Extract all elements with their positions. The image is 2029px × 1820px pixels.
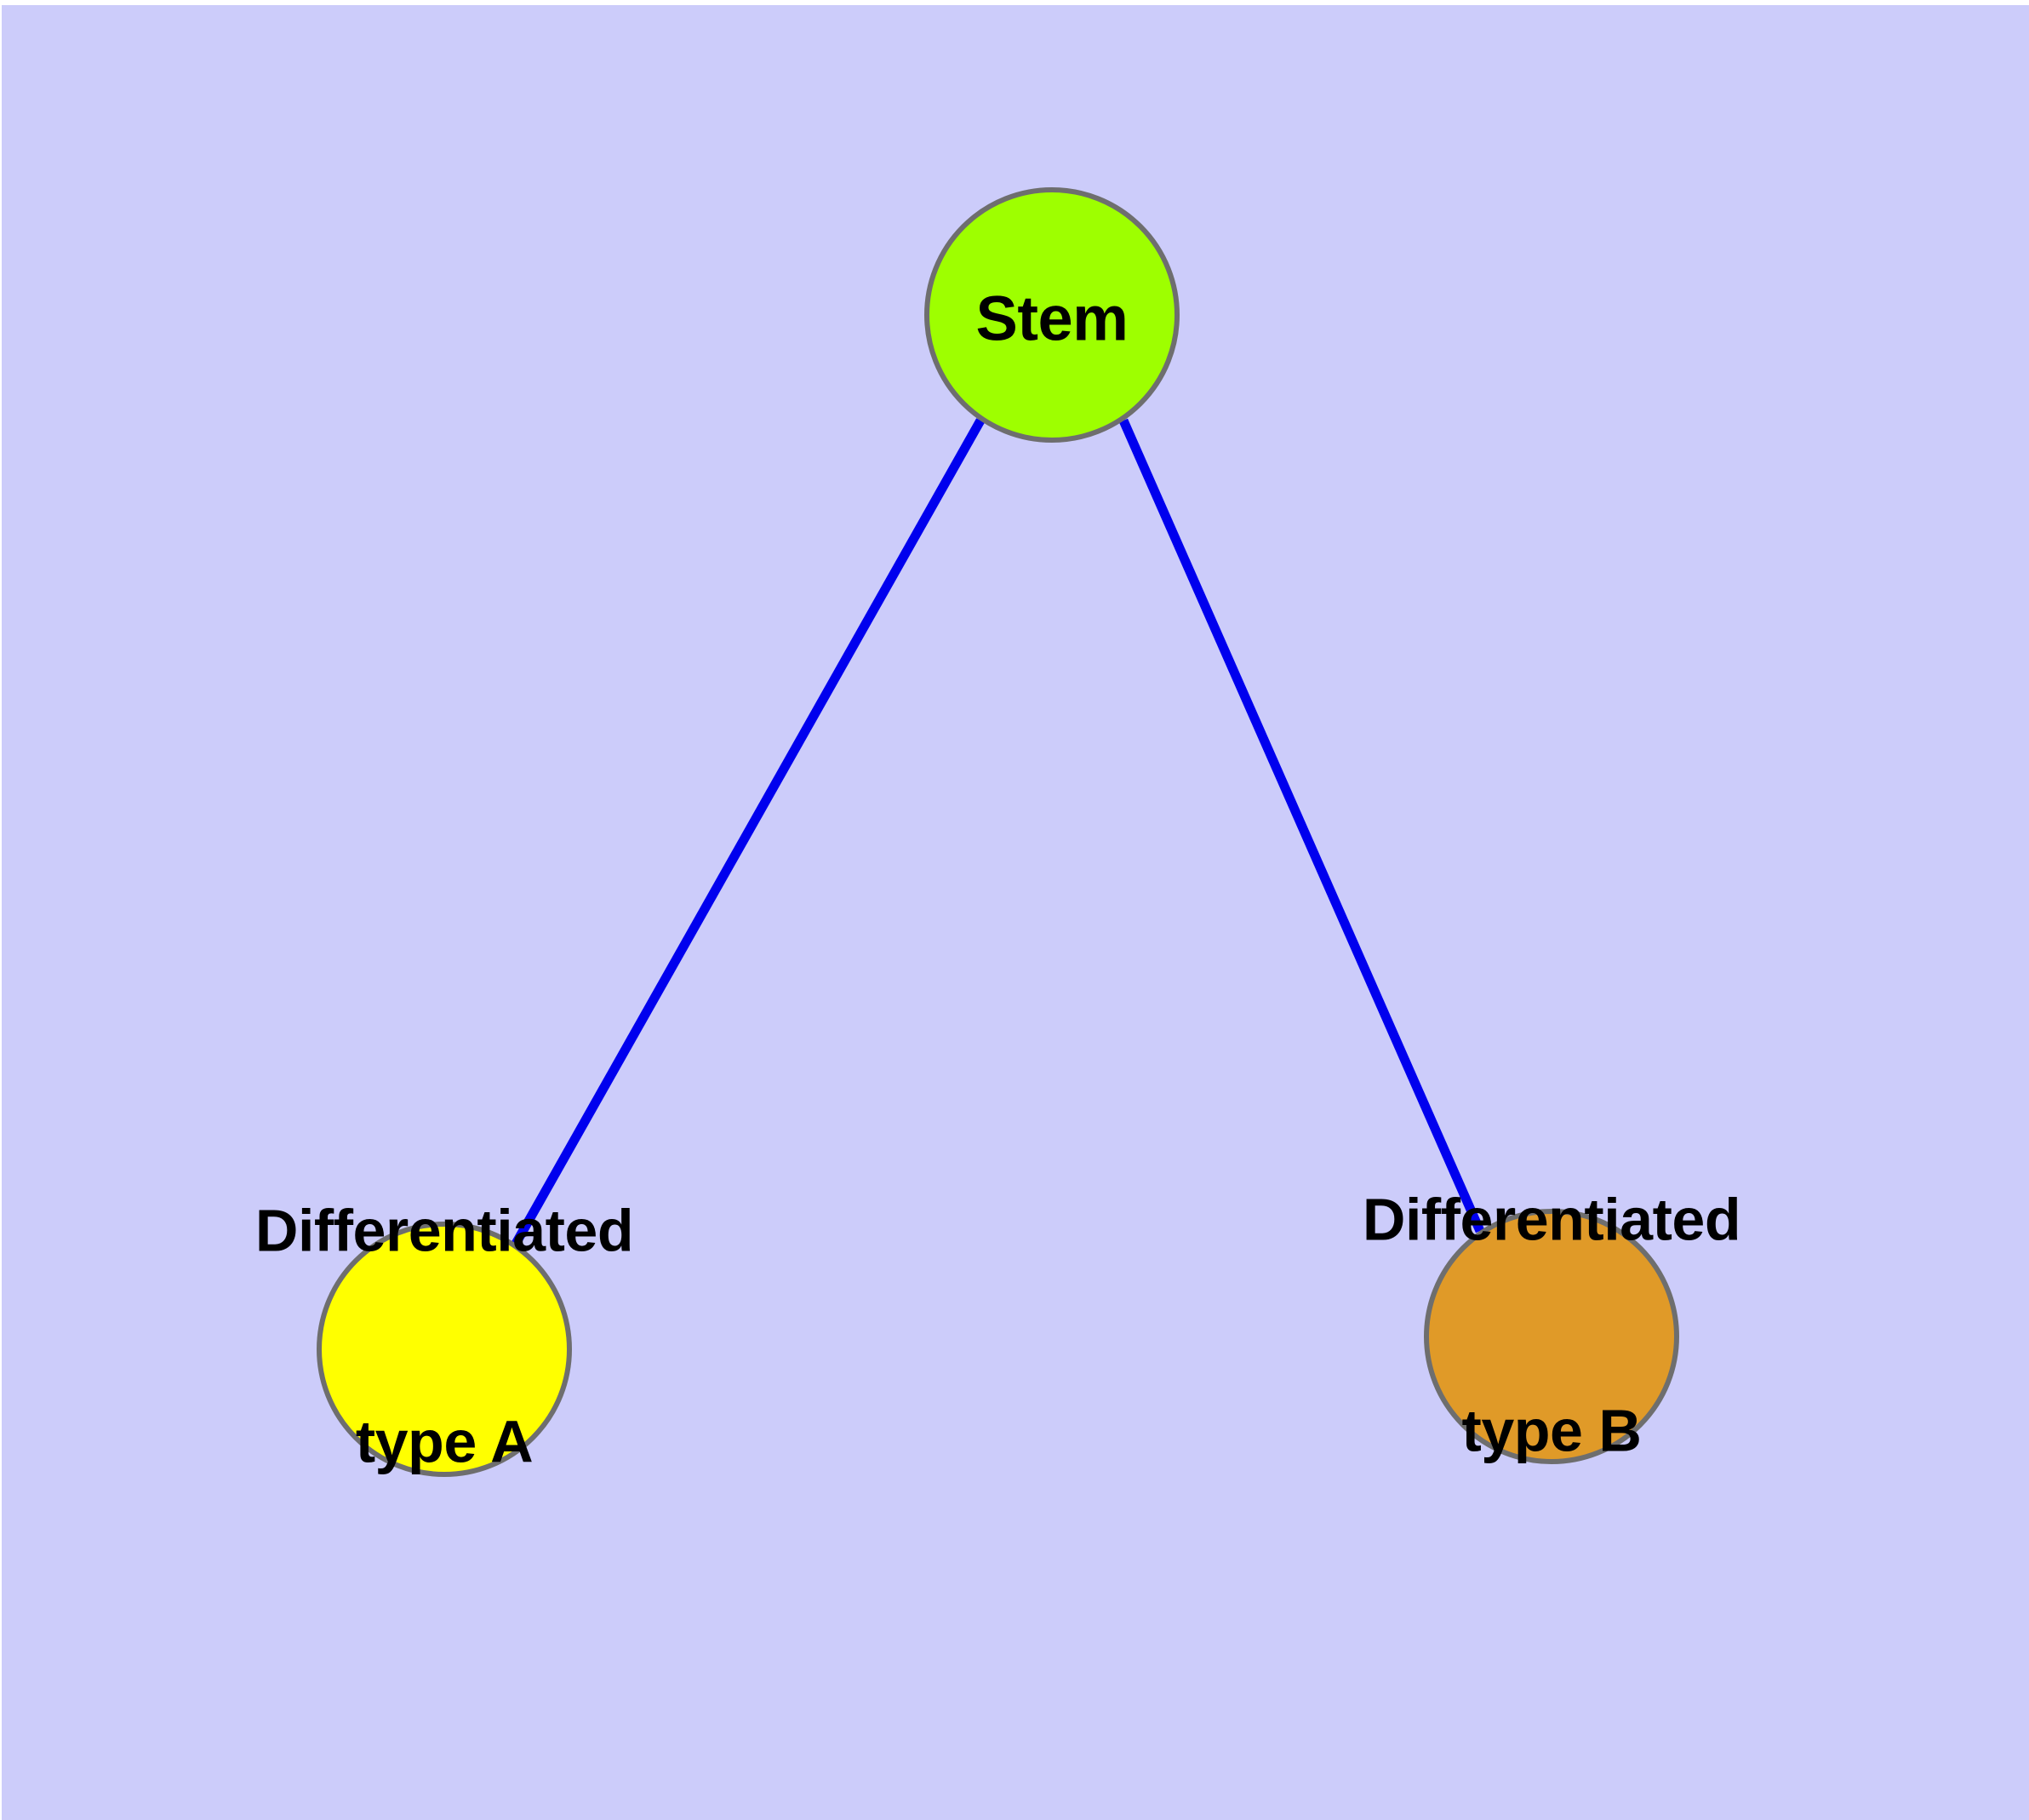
node-differentiated-type-a-circle[interactable] (317, 1222, 572, 1477)
node-differentiated-type-b-circle[interactable] (1424, 1209, 1679, 1464)
node-layer (317, 187, 1679, 1477)
node-stem-circle[interactable] (924, 187, 1180, 443)
edge-stem-to-differentiated-type-a[interactable] (512, 418, 985, 1246)
edge-stem-to-differentiated-type-b[interactable] (1118, 418, 1485, 1233)
edge-layer (512, 418, 1485, 1246)
